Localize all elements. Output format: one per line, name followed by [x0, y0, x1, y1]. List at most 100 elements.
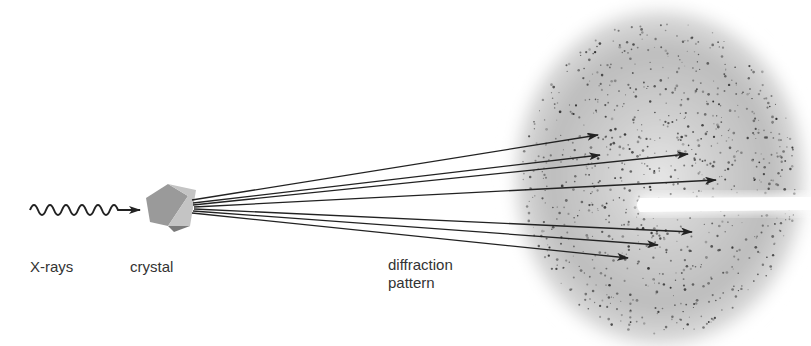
diffraction-spot: [541, 197, 543, 199]
diffraction-spot: [682, 143, 685, 146]
diffraction-spot: [683, 92, 685, 94]
diffraction-spot: [585, 99, 587, 101]
diffraction-spot: [763, 98, 765, 100]
diffraction-spot: [751, 111, 753, 113]
diffraction-spot: [563, 206, 565, 208]
diffraction-spot: [726, 140, 728, 142]
diffraction-spot: [606, 64, 608, 66]
diffraction-spot: [662, 273, 664, 275]
diffraction-spot: [554, 107, 555, 108]
diffraction-spot: [614, 109, 615, 110]
diffraction-spot: [587, 134, 589, 136]
diffraction-spot: [545, 190, 546, 191]
diffraction-spot: [583, 68, 585, 70]
diffraction-spot: [706, 103, 709, 106]
diffraction-spot: [753, 119, 756, 122]
diffraction-spot: [620, 301, 621, 302]
diffraction-spot: [591, 202, 592, 203]
diffraction-spot: [737, 273, 738, 274]
diffraction-spot: [667, 56, 668, 57]
diffraction-spot: [528, 212, 531, 215]
diffraction-spot: [640, 28, 643, 31]
diffraction-spot: [719, 152, 721, 154]
diffraction-spot: [684, 65, 685, 66]
diffraction-spot: [620, 320, 621, 321]
diffraction-spot: [620, 177, 622, 179]
diffraction-spot: [627, 268, 629, 270]
diffraction-spot: [589, 276, 591, 278]
diffraction-spot: [695, 153, 697, 155]
diffraction-spot: [621, 314, 623, 316]
diffraction-spot: [676, 119, 677, 120]
diffraction-spot: [629, 293, 632, 296]
diffraction-spot: [737, 150, 739, 152]
diffraction-spot: [624, 255, 625, 256]
diffraction-spot: [574, 222, 575, 223]
diffraction-spot: [765, 275, 766, 276]
diffraction-spot: [753, 177, 755, 179]
diffraction-spot: [771, 116, 774, 119]
diffraction-spot: [782, 150, 785, 153]
diffraction-spot: [690, 37, 693, 40]
diffraction-spot: [721, 176, 722, 177]
diffraction-spot: [650, 189, 652, 191]
diffraction-spot: [623, 199, 625, 201]
diffraction-spot: [733, 185, 735, 187]
diffraction-spot: [777, 172, 779, 174]
diffraction-spot: [600, 272, 602, 274]
diffraction-spot: [701, 138, 702, 139]
diffraction-spot: [785, 118, 786, 119]
diffraction-spot: [717, 87, 719, 89]
diffraction-spot: [762, 225, 764, 227]
diffraction-spot: [779, 155, 781, 157]
diffraction-spot: [710, 245, 713, 248]
diffraction-spot: [769, 106, 771, 108]
diffraction-spot: [605, 219, 606, 220]
diffraction-spot: [629, 310, 632, 313]
diffraction-spot: [629, 57, 632, 60]
diffraction-spot: [791, 165, 793, 167]
diffraction-spot: [658, 167, 660, 169]
diffraction-spot: [776, 217, 777, 218]
diffraction-spot: [660, 79, 663, 82]
diffraction-spot: [552, 207, 553, 208]
diffraction-spot: [734, 159, 736, 161]
diffraction-spot: [685, 112, 687, 114]
diffraction-spot: [687, 125, 689, 127]
diffraction-spot: [629, 303, 631, 305]
diffraction-spot: [723, 73, 725, 75]
diffraction-spot: [609, 66, 611, 68]
diffraction-spot: [638, 136, 640, 138]
diffraction-spot: [763, 173, 765, 175]
diffraction-spot: [705, 241, 708, 244]
diffraction-spot: [681, 272, 683, 274]
diffraction-spot: [606, 203, 608, 205]
diffraction-spot: [590, 193, 592, 195]
diffraction-spot: [583, 190, 584, 191]
diffraction-spot: [781, 169, 783, 171]
diffraction-spot: [698, 54, 700, 56]
diffraction-spot: [593, 113, 594, 114]
diffraction-spot: [545, 177, 547, 179]
diffraction-spot: [771, 121, 774, 124]
diffraction-spot: [596, 71, 598, 73]
diffraction-spot: [618, 30, 620, 32]
diffraction-spot: [720, 105, 721, 106]
diffraction-spot: [697, 139, 700, 142]
diffraction-spot: [557, 265, 558, 266]
diffraction-spot: [696, 299, 699, 302]
diffraction-spot: [683, 284, 685, 286]
diffraction-spot: [602, 138, 604, 140]
diffraction-spot: [652, 278, 655, 281]
diffraction-spot: [671, 318, 673, 320]
diffraction-spot: [713, 123, 714, 124]
diffraction-spot: [654, 241, 656, 243]
diffraction-spot: [605, 284, 606, 285]
diffraction-spot: [724, 64, 725, 65]
diffraction-spot: [692, 67, 694, 69]
diffraction-spot: [697, 172, 699, 174]
diffraction-spot: [756, 166, 758, 168]
diffraction-spot: [754, 236, 755, 237]
diffraction-spot: [598, 182, 600, 184]
diffraction-spot: [681, 99, 683, 101]
